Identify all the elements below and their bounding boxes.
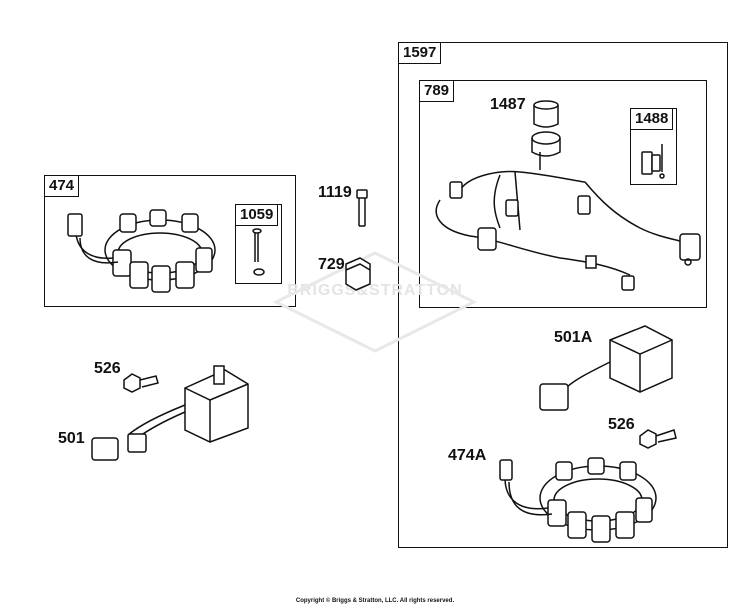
group-1597-tag[interactable]: 1597	[398, 42, 442, 64]
part-label-729[interactable]: 729	[318, 256, 345, 273]
rectifier-501-illustration	[91, 365, 249, 461]
connector-1488-illustration	[641, 144, 665, 179]
part-label-1487[interactable]: 1487	[490, 96, 526, 113]
brand-watermark: BRIGGS&STRATTON	[287, 282, 463, 299]
part-label-526-right[interactable]: 526	[608, 416, 635, 433]
group-1597-box	[398, 42, 728, 548]
bolt-526-right-illustration	[639, 429, 677, 449]
part-label-1119[interactable]: 1119	[318, 184, 352, 201]
bolt-526-left-illustration	[123, 373, 159, 393]
group-1488-tag[interactable]: 1488	[630, 108, 674, 130]
part-label-474A[interactable]: 474A	[448, 447, 487, 464]
group-474-tag[interactable]: 474	[44, 175, 80, 197]
clip-729-illustration	[345, 257, 371, 291]
stator-474-illustration	[67, 209, 216, 293]
harness-789-illustration	[435, 152, 701, 291]
part-label-501A[interactable]: 501A	[554, 329, 593, 346]
group-789-box	[419, 80, 707, 308]
copyright-footer: Copyright © Briggs & Stratton, LLC. All …	[295, 598, 455, 604]
watermark-outline	[272, 251, 478, 353]
group-474-box	[44, 175, 296, 307]
bolt-1059-illustration	[252, 228, 265, 276]
group-1059-tag[interactable]: 1059	[235, 204, 279, 226]
cap-1487-illustration	[531, 100, 561, 157]
rectifier-501A-illustration	[539, 325, 673, 411]
part-label-501[interactable]: 501	[58, 430, 85, 447]
group-789-tag[interactable]: 789	[419, 80, 455, 102]
bolt-1119-illustration	[356, 189, 368, 227]
part-label-526-left[interactable]: 526	[94, 360, 121, 377]
stator-474A-illustration	[499, 457, 657, 543]
